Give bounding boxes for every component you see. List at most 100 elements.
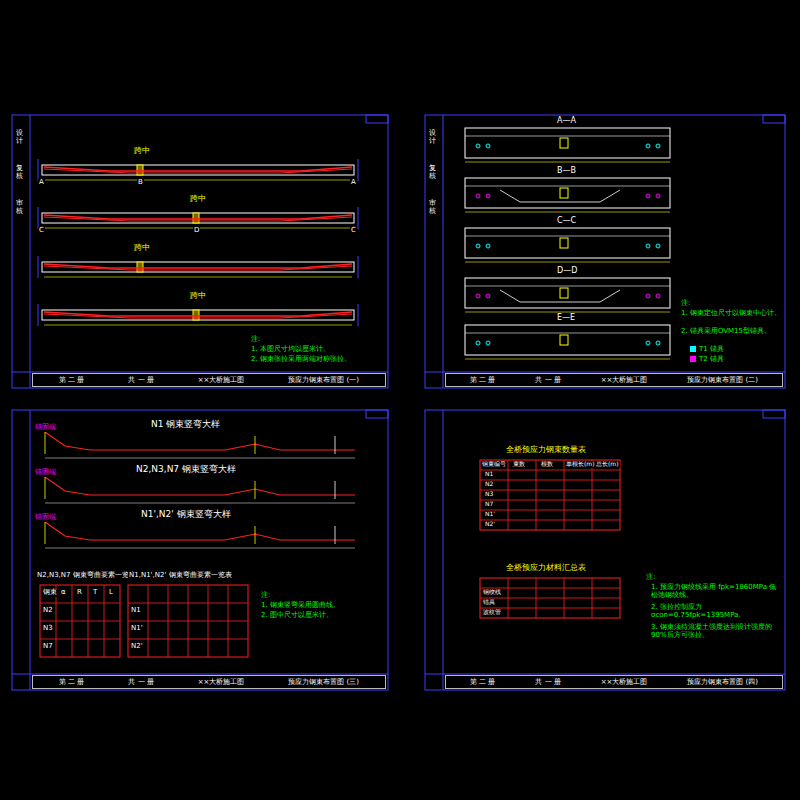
cross-section [465, 325, 670, 355]
end-line [38, 256, 39, 278]
table-line [480, 510, 620, 511]
cross-section [465, 178, 670, 208]
legend-swatch [690, 356, 696, 362]
drawing-label: 全桥预应力材料汇总表 [505, 564, 587, 573]
beam-elevation [42, 213, 354, 223]
drawing-label: N1' [484, 511, 496, 518]
table-frame [480, 460, 620, 530]
table-line [480, 500, 620, 501]
tendon-line [45, 432, 355, 450]
tendon-line [44, 264, 352, 268]
drawing-label: C [350, 227, 357, 235]
drawing-label: A [38, 179, 45, 187]
dimension-line [44, 325, 352, 326]
drawing-label: A [350, 179, 357, 187]
drawing-label: 跨中 [133, 147, 151, 156]
table-frame [40, 585, 120, 657]
title-text: 第 二 册 [59, 375, 84, 385]
corner-box [366, 115, 388, 123]
web-mark [560, 238, 568, 248]
tendon-line [45, 477, 355, 495]
title-text: 共 一 册 [128, 677, 153, 687]
flange-line [465, 236, 670, 237]
duct-mark [486, 244, 490, 248]
drawing-label: D—D [556, 267, 578, 276]
drawing-label: 钢绞线 [482, 589, 502, 596]
anchor-line [335, 526, 336, 544]
duct-mark [476, 194, 480, 198]
drawing-label: 钢束 [42, 589, 58, 597]
drawing-label: 锚固端 [34, 514, 57, 522]
drawing-label: 注: [645, 574, 656, 582]
duct-mark [486, 294, 490, 298]
title-text: 第 二 册 [470, 677, 495, 687]
duct-mark [476, 244, 480, 248]
drawing-label: 2. 钢束张拉采用两端对称张拉。 [250, 356, 352, 364]
duct-mark [646, 144, 650, 148]
drawing-label: N7 [42, 643, 54, 651]
sheet-frame [425, 115, 785, 388]
center-line [45, 503, 355, 504]
title-text: 第 二 册 [470, 375, 495, 385]
web-mark [560, 288, 568, 298]
web-mark [560, 188, 568, 198]
cross-section [465, 128, 670, 158]
duct-mark [486, 341, 490, 345]
drawing-label: C [38, 227, 45, 235]
drawing-label: 1. 本图尺寸均以厘米计。 [250, 346, 331, 354]
duct-mark [646, 341, 650, 345]
center-line [45, 548, 355, 549]
table-line [40, 639, 120, 640]
web-mark [560, 138, 568, 148]
drawing-label: N2,N3,N7 钢束竖弯大样 [135, 465, 237, 475]
drawing-label: 锚固端 [34, 469, 57, 477]
drawing-label: B—B [556, 167, 577, 176]
tendon-line [44, 215, 352, 219]
table-line [480, 470, 620, 471]
margin-label: 复核 [15, 165, 24, 180]
drawing-label: 锚固端 [34, 424, 57, 432]
flange-line [465, 333, 670, 334]
corner-box [763, 410, 785, 418]
drawing-label: N1 [484, 471, 494, 478]
drawing-label: A—A [556, 117, 577, 126]
drawing-label: 注: [680, 300, 691, 308]
dimension-line [465, 162, 670, 163]
table-line [40, 621, 120, 622]
end-line [358, 207, 359, 229]
drawing-label: 跨中 [189, 195, 207, 204]
end-line [38, 159, 39, 181]
margin-label: 审核 [15, 200, 24, 215]
table-line [128, 621, 248, 622]
drawing-label: B [137, 179, 144, 187]
duct-mark [656, 244, 660, 248]
drawing-label: L [108, 589, 114, 597]
title-text: 预应力钢束布置图 (四) [687, 677, 758, 687]
dimension-line [465, 312, 670, 313]
drawing-label: 波纹管 [482, 609, 502, 616]
drawing-label: R [76, 589, 83, 597]
drawing-label: 注: [260, 592, 271, 600]
drawing-label: N3 [42, 625, 54, 633]
margin-line [30, 410, 31, 690]
drawing-label: 钢束编号 [481, 461, 507, 468]
end-line [38, 304, 39, 326]
drawing-label: E—E [556, 314, 576, 323]
legend-item: T2 锚具 [690, 354, 724, 364]
dimension-line [465, 359, 670, 360]
drawing-label: N2 [42, 607, 54, 615]
drawing-label: 2. 张拉控制应力 σcon=0.75fpk=1395MPa。 [650, 604, 782, 619]
duct-mark [646, 294, 650, 298]
tendon-line [44, 314, 352, 318]
flange-line [465, 186, 670, 187]
title-text: ××大桥施工图 [601, 375, 648, 385]
legend-text: T1 锚具 [699, 344, 724, 354]
flange-line [465, 136, 670, 137]
drawing-label: N1',N2' 钢束竖弯大样 [140, 510, 232, 520]
margin-line [443, 410, 444, 690]
duct-mark [656, 144, 660, 148]
tendon-line [44, 169, 352, 173]
drawing-label: T [92, 589, 98, 597]
end-line [358, 304, 359, 326]
drawing-label: 注: [250, 336, 261, 344]
